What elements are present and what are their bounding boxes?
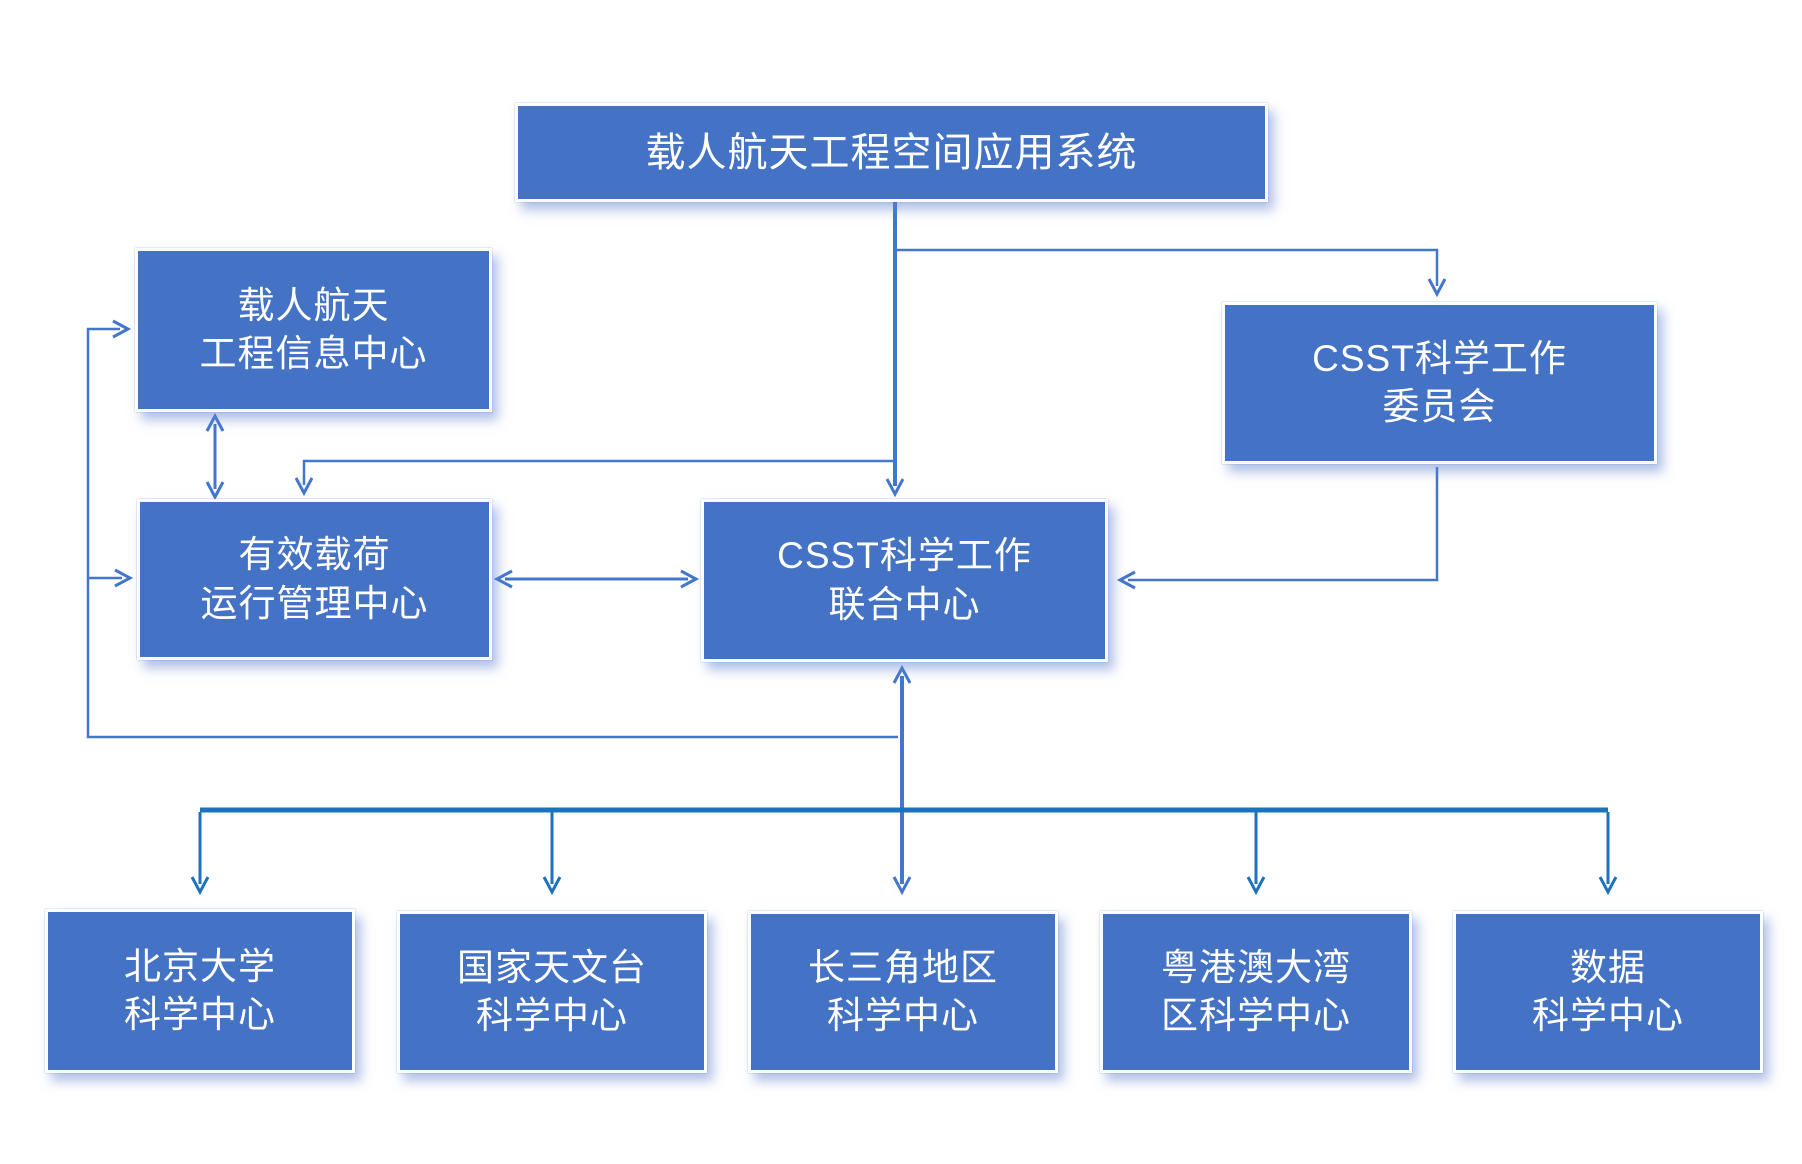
node-center-yangtze: 长三角地区 科学中心 xyxy=(748,911,1058,1073)
connector-root-to-payload xyxy=(294,459,895,497)
node-center-gba-line2: 区科学中心 xyxy=(1161,995,1351,1036)
node-center-pku: 北京大学 科学中心 xyxy=(45,909,355,1073)
node-root: 载人航天工程空间应用系统 xyxy=(515,103,1268,202)
node-center-pku-line2: 科学中心 xyxy=(124,994,276,1035)
node-center-pku-line1: 北京大学 xyxy=(124,945,276,987)
node-center-yangtze-line2: 科学中心 xyxy=(827,995,979,1036)
connector-committee-to-joint xyxy=(1116,467,1439,590)
node-info-line1: 载人航天 xyxy=(237,284,390,326)
node-payload-line1: 有效载荷 xyxy=(238,534,391,576)
node-payload-center: 有效载荷 运行管理中心 xyxy=(137,499,492,660)
connector-root-to-committee xyxy=(895,248,1447,298)
node-info-line2: 工程信息中心 xyxy=(199,333,428,374)
node-payload-line2: 运行管理中心 xyxy=(200,582,429,624)
node-center-nao: 国家天文台 科学中心 xyxy=(397,911,707,1073)
node-info-center: 载人航天 工程信息中心 xyxy=(135,248,492,412)
node-center-data-line1: 数据 xyxy=(1570,946,1646,988)
connector-distribution-bus xyxy=(190,807,1618,896)
node-center-nao-line1: 国家天文台 xyxy=(457,946,647,988)
node-joint-center: CSST科学工作 联合中心 xyxy=(701,499,1108,662)
node-joint-line1: CSST科学工作 xyxy=(777,535,1032,577)
node-center-data: 数据 科学中心 xyxy=(1453,911,1763,1073)
node-center-data-line2: 科学中心 xyxy=(1532,995,1684,1036)
node-center-yangtze-line1: 长三角地区 xyxy=(808,946,998,988)
node-joint-line2: 联合中心 xyxy=(828,583,981,625)
node-center-gba-line1: 粤港澳大湾 xyxy=(1161,946,1351,988)
node-root-label: 载人航天工程空间应用系统 xyxy=(645,130,1138,175)
node-center-nao-line2: 科学中心 xyxy=(476,995,628,1036)
node-committee-line1: CSST科学工作 xyxy=(1312,337,1567,379)
node-committee: CSST科学工作 委员会 xyxy=(1222,302,1657,464)
node-center-gba: 粤港澳大湾 区科学中心 xyxy=(1100,911,1412,1073)
node-committee-line2: 委员会 xyxy=(1382,386,1497,427)
connector-feedback-left-to-info xyxy=(86,319,898,739)
